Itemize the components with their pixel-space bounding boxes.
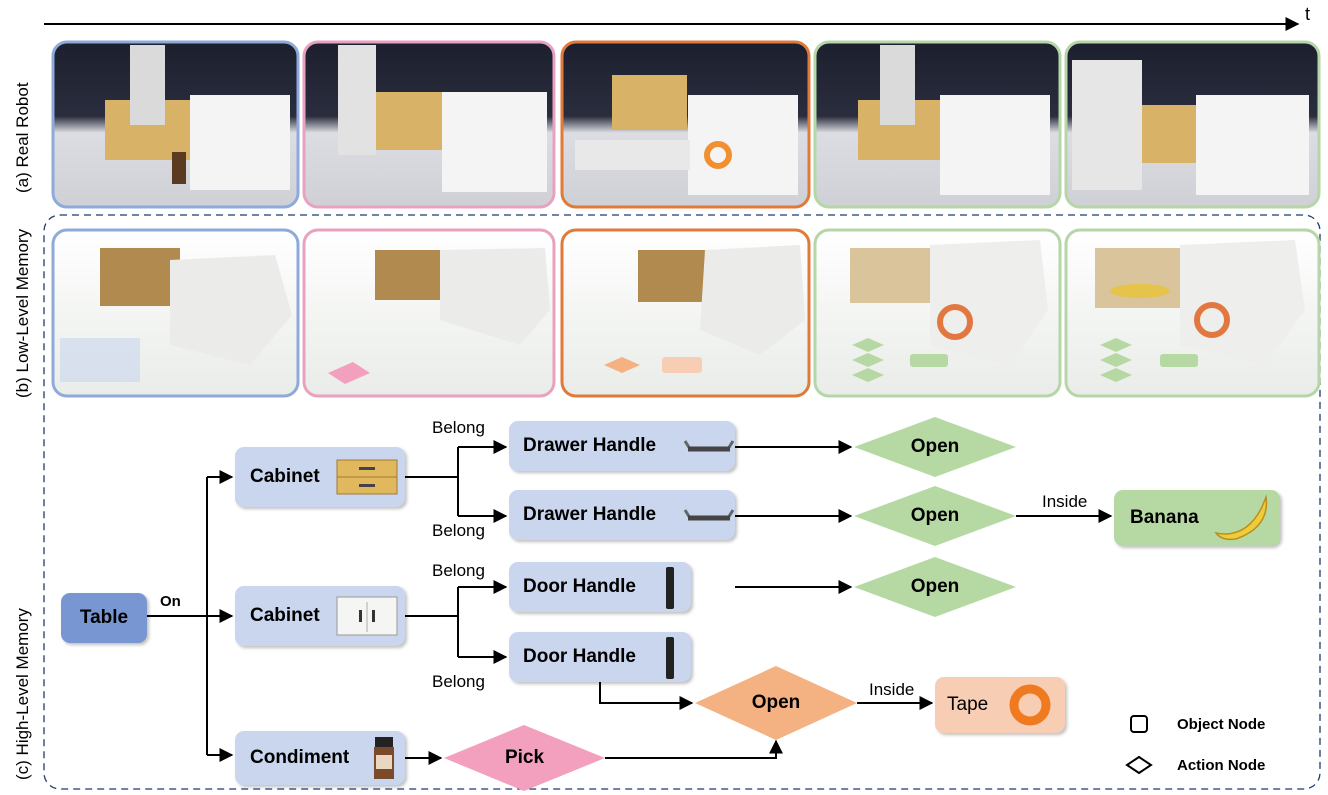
banana-icon [1214,494,1268,541]
edge-label-on: On [160,593,181,610]
edge-label-belong-1: Belong [432,418,485,437]
scan-2 [302,228,556,398]
row-label-low-level-memory: (b) Low-Level Memory [13,228,32,398]
edge-label-belong-2: Belong [432,521,485,540]
low-level-memory-scans [51,228,1321,398]
robot-photo-2 [302,40,556,209]
robot-photo-5 [1064,40,1321,209]
robot-photo-1 [51,40,300,209]
edge-label-belong-3: Belong [432,561,485,580]
row-label-real-robot: (a) Real Robot [13,82,32,193]
pick-action-node: Pick [444,725,605,791]
drawer-handle-icon [683,440,735,452]
legend-object-node: Object Node [1177,716,1266,733]
tape-node: Tape [935,677,1065,733]
scan-5 [1064,228,1321,398]
tape-icon [1009,684,1051,726]
open-action-node-2: Open [854,486,1016,546]
condiment-jar-icon [374,737,394,779]
drawer-cabinet-icon [336,459,398,495]
memory-region-border [43,214,1321,790]
graph-edges [147,440,1113,765]
door-handle-node-2: Door Handle [509,632,691,682]
door-handle-icon [666,637,674,679]
open-action-node-3: Open [854,557,1016,617]
scan-4 [813,228,1062,398]
door-handle-icon [666,567,674,609]
robot-photo-4 [813,40,1062,209]
open-action-node-orange: Open [695,666,857,740]
open-action-node-1: Open [854,417,1016,477]
scan-3 [560,228,811,398]
edge-label-inside-tape: Inside [869,680,915,699]
legend-action-icon [1125,755,1153,775]
edge-label-inside-banana: Inside [1042,492,1088,511]
cabinet-drawer-node: Cabinet [235,447,405,507]
drawer-handle-node-2: Drawer Handle [509,490,735,540]
edge-label-belong-4: Belong [432,672,485,691]
door-handle-node-1: Door Handle [509,562,691,612]
scan-1 [51,228,300,398]
banana-node: Banana [1114,490,1280,546]
robot-photo-3 [560,40,811,209]
legend-action-node: Action Node [1177,757,1266,774]
drawer-handle-node-1: Drawer Handle [509,421,735,471]
legend-object-icon [1130,715,1148,733]
condiment-node: Condiment [235,731,405,785]
row-label-high-level-memory: (c) High-Level Memory [13,608,32,780]
cabinet-door-node: Cabinet [235,586,405,646]
table-node: Table [61,593,147,643]
door-cabinet-icon [336,596,398,636]
real-robot-photos [51,40,1321,209]
drawer-handle-icon [683,509,735,521]
time-axis-label: t [1305,4,1311,24]
